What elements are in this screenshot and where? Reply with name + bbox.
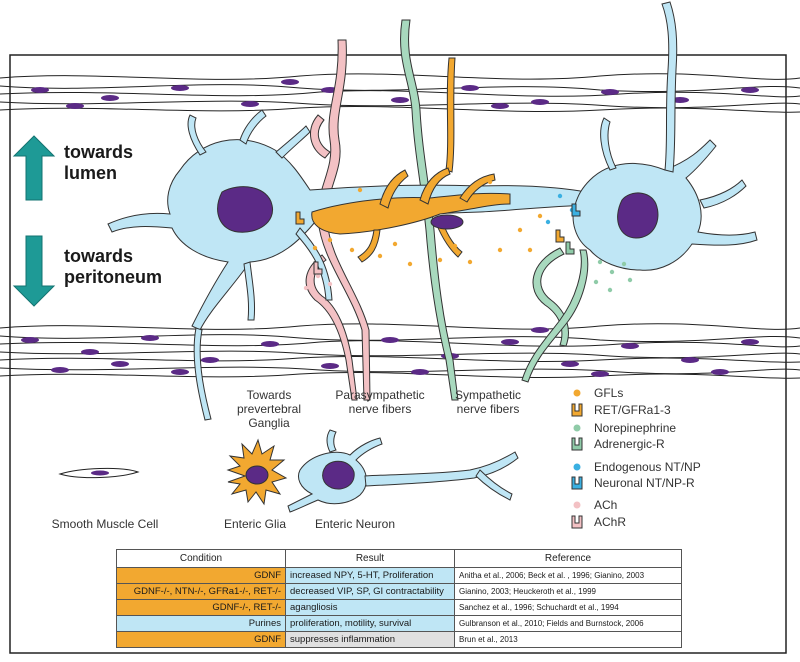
row-result: increased NPY, 5-HT, Proliferation [285, 567, 455, 584]
adrenergic-receptor-icon [571, 437, 583, 451]
row-reference: Gianino, 2003; Heuckeroth et al., 1999 [454, 583, 682, 600]
table-row: GDNF-/-, RET-/- agangliosis Sanchez et a… [116, 599, 682, 616]
row-condition: GDNF [116, 567, 286, 584]
norepinephrine-dots [593, 259, 633, 293]
row-reference: Sanchez et al., 1996; Schuchardt et al.,… [454, 599, 682, 616]
header-result: Result [285, 549, 455, 568]
row-result: proliferation, motility, survival [285, 615, 455, 632]
table-row: Purines proliferation, motility, surviva… [116, 615, 682, 632]
ret-receptor-icon [571, 403, 583, 417]
ach-dots [303, 273, 333, 291]
right-neuron-nucleus [617, 192, 659, 239]
gfl-dot-icon [573, 389, 581, 397]
right-enteric-neuron [572, 1, 758, 271]
towards-lumen-line-2: lumen [64, 163, 118, 183]
towards-lumen-label: towards lumen [64, 142, 133, 184]
enteric-neuron-example-nucleus [322, 460, 355, 490]
ret-receptors [295, 211, 565, 243]
glia-nucleus [430, 214, 464, 230]
legend-label-adrenergic: Adrenergic-R [594, 437, 665, 451]
ntnp-receptors [571, 203, 581, 217]
arrow-up [12, 135, 56, 201]
row-condition: GDNF-/-, RET-/- [116, 599, 286, 616]
smooth-muscle-cell-label: Smooth Muscle Cell [51, 517, 159, 531]
prevertebral-line-3: Ganglia [248, 416, 290, 430]
upper-muscle-layer [0, 73, 800, 113]
glial-fiber [445, 57, 456, 173]
enteric-neuron-example [287, 429, 519, 513]
legend-label-gfls: GFLs [594, 386, 624, 400]
legend-label-achr: AChR [594, 515, 627, 529]
ach-receptors [313, 261, 323, 275]
prevertebral-line-1: Towards [246, 388, 292, 402]
left-neuron-nucleus [217, 186, 274, 233]
achr-receptor-icon [571, 515, 583, 529]
central-enteric-glia [311, 167, 511, 263]
table-row: GDNF increased NPY, 5-HT, Proliferation … [116, 567, 682, 584]
enteric-neuron-label: Enteric Neuron [314, 517, 396, 531]
parasympathetic-fibers [305, 39, 371, 401]
legend-item-ach: ACh [566, 497, 617, 513]
row-result: suppresses inflammation [285, 631, 455, 648]
smooth-muscle-cell-example [58, 467, 140, 479]
towards-peritoneum-line-2: peritoneum [64, 267, 163, 287]
parasympathetic-line-2: nerve fibers [348, 402, 412, 416]
row-reference: Gulbranson et al., 2010; Fields and Burn… [454, 615, 682, 632]
norepinephrine-dot-icon [573, 424, 581, 432]
enteric-glia-example [226, 438, 288, 506]
arrow-down [12, 235, 56, 307]
row-condition: GDNF-/-, NTN-/-, GFRa1-/-, RET-/- [116, 583, 286, 600]
legend-item-achr: AChR [566, 514, 626, 530]
table-header-row: Condition Result Reference [116, 549, 682, 568]
row-condition: GDNF [116, 631, 286, 648]
row-condition: Purines [116, 615, 286, 632]
table-row: GDNF suppresses inflammation Brun et al.… [116, 631, 682, 648]
legend-label-ret: RET/GFRa1-3 [594, 403, 671, 417]
row-reference: Anitha et al., 2006; Beck et al. , 1996;… [454, 567, 682, 584]
towards-lumen-line-1: towards [64, 142, 134, 162]
parasympathetic-label: Parasympathetic nerve fibers [330, 388, 430, 416]
ach-dot-icon [573, 501, 581, 509]
diagram-frame [9, 54, 787, 654]
sympathetic-line-1: Sympathetic [454, 388, 522, 402]
gfl-dots [312, 179, 543, 267]
table-row: GDNF-/-, NTN-/-, GFRa1-/-, RET-/- decrea… [116, 583, 682, 600]
legend-item-neuronal-r: Neuronal NT/NP-R [566, 475, 695, 491]
endogenous-ntnp-dot-icon [573, 463, 581, 471]
legend-item-norepinephrine: Norepinephrine [566, 420, 676, 436]
header-condition: Condition [116, 549, 286, 568]
legend-label-ach: ACh [594, 498, 618, 512]
legend-label-neuronal-r: Neuronal NT/NP-R [594, 476, 695, 490]
row-result: agangliosis [285, 599, 455, 616]
lower-muscle-layer [0, 323, 800, 379]
legend-label-endogenous: Endogenous NT/NP [594, 460, 701, 474]
sympathetic-label: Sympathetic nerve fibers [438, 388, 538, 416]
enteric-glia-label: Enteric Glia [223, 517, 287, 531]
header-reference: Reference [454, 549, 682, 568]
lower-muscle-nuclei [21, 327, 759, 377]
parasympathetic-line-1: Parasympathetic [335, 388, 425, 402]
legend-item-endogenous: Endogenous NT/NP [566, 459, 701, 475]
legend-label-norepinephrine: Norepinephrine [594, 421, 677, 435]
prevertebral-line-2: prevertebral [236, 402, 302, 416]
reference-table: Condition Result Reference GDNF increase… [116, 549, 682, 648]
adrenergic-receptors [565, 241, 575, 255]
row-reference: Brun et al., 2013 [454, 631, 682, 648]
legend-item-adrenergic: Adrenergic-R [566, 436, 665, 452]
legend-item-gfls: GFLs [566, 385, 623, 401]
towards-peritoneum-line-1: towards [64, 246, 134, 266]
row-result: decreased VIP, SP, GI contractability [285, 583, 455, 600]
legend-item-ret: RET/GFRa1-3 [566, 402, 671, 418]
towards-peritoneum-label: towards peritoneum [64, 246, 162, 288]
neuronal-receptor-icon [571, 476, 583, 490]
prevertebral-ganglia-label: Towards prevertebral Ganglia [224, 388, 314, 430]
sympathetic-line-2: nerve fibers [456, 402, 520, 416]
left-neuron-axon [193, 327, 212, 421]
